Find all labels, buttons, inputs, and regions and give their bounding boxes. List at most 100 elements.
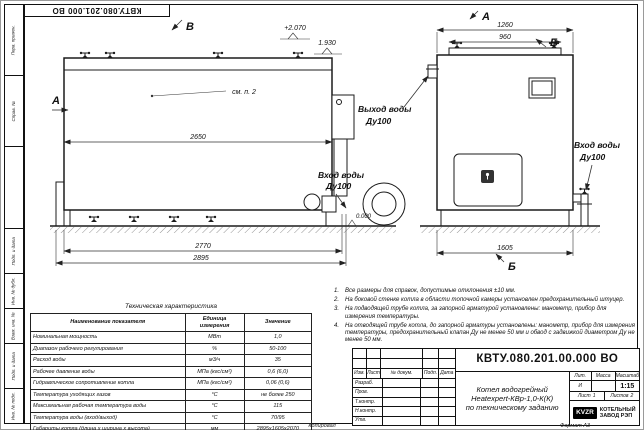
mass-header: Масса (592, 372, 616, 380)
view-arrow (171, 19, 183, 31)
keyhole-icon (485, 172, 490, 177)
elevation-mid-label: 1.930 (318, 40, 336, 47)
spec-name: Номинальная мощность (30, 331, 186, 344)
cell (367, 349, 381, 358)
spec-value: 115 (243, 400, 313, 413)
roof-valve-icon (212, 51, 224, 59)
boiler-front-view (420, 41, 600, 233)
spec-value: не более 250 (243, 388, 313, 401)
water-inlet-label: Вход воды (574, 140, 621, 150)
cell (353, 349, 367, 358)
sheet-row: Лист 1 Листов 2 (569, 392, 639, 401)
margin-label: Инв. № подл. (10, 392, 16, 420)
document-number: КВТУ.080.201.00.000 ВО (455, 349, 639, 372)
cell (439, 407, 455, 415)
lit-header: Лит. (570, 372, 592, 380)
cell (423, 349, 439, 358)
margin-label: Справ. № (10, 100, 16, 122)
col-data: Дата (440, 370, 454, 376)
note-number: 1. (334, 288, 340, 294)
section-marker-a: А (51, 95, 60, 107)
spec-value: 1,0 (243, 331, 313, 344)
cell (421, 397, 439, 407)
view-marker-a: А (481, 11, 490, 23)
spec-unit: % (184, 342, 245, 355)
col-list: Лист (367, 369, 381, 378)
cell (421, 388, 439, 397)
water-outlet-dn: Ду100 (365, 116, 392, 126)
spec-name: Гидравлическое сопротивление котла (30, 377, 186, 390)
sign-row: Пров. (353, 388, 455, 398)
dim-1605: 1605 (497, 245, 513, 252)
water-inlet-label: Вход воды (318, 170, 365, 180)
dim-2650: 2650 (189, 134, 206, 141)
margin-cell (5, 147, 23, 229)
cell (383, 416, 421, 426)
inlet-pipe (580, 193, 589, 227)
lit-value: И (570, 381, 592, 391)
scale-value: 1:15 (620, 382, 635, 390)
outlet-pipe (427, 64, 438, 79)
spec-name: Габариты котла (длина х ширина х высота) (30, 423, 186, 430)
table-row: Габариты котла (длина х ширина х высота)… (30, 423, 313, 430)
spec-name: Температура воды (вход/выход) (30, 411, 186, 424)
kopiroval-label: Копировал (308, 423, 336, 429)
note-number: 3. (334, 306, 340, 313)
side-ladder (55, 181, 65, 227)
spec-unit: °С (184, 400, 245, 413)
spec-col-unit: Единица измерения (184, 313, 245, 332)
zero-elevation-label: 0.000 (356, 214, 372, 220)
margin-label: Перв. примен. (10, 25, 16, 55)
margin-label: Подп. и дата (10, 236, 16, 266)
note-text: Все размеры для справок, допустимые откл… (345, 288, 516, 294)
inlet-leader (585, 164, 593, 191)
note-item: 3.На подводящей трубе котла, за запорной… (334, 306, 636, 320)
view-marker-b: В (186, 21, 194, 33)
control-panel (528, 77, 556, 99)
outlet-leader (403, 75, 429, 108)
spec-col-name: Наименование показателя (30, 313, 186, 332)
water-outlet-label: Выход воды (358, 104, 412, 114)
note-text: На отводящей трубе котла, до запорной ар… (345, 322, 635, 344)
ground-hatch (50, 227, 396, 233)
section-marker-b-top: Б (550, 37, 558, 49)
roof-valve-icon (79, 51, 91, 59)
sign-label: Разраб. (353, 379, 383, 388)
sign-label: Т.контр. (353, 397, 383, 407)
rotated-doc-number: КВТУ.080.201.000 ВО (24, 4, 170, 17)
sheet-cell: Лист 1 (570, 392, 605, 400)
spec-value: 0,6 (6,0) (243, 365, 313, 378)
roof-valve-icon (451, 41, 463, 49)
spec-table-title: Техническая характеристика (124, 303, 218, 310)
flue-outlet (331, 94, 355, 140)
scale-header: Масштаб (615, 372, 639, 379)
roof-valve-icon (104, 51, 116, 59)
leader-dot (150, 94, 154, 98)
boiler-side-view (50, 51, 406, 233)
margin-cell: Взам. инв. № (5, 309, 23, 344)
zero-elevation-flag (347, 219, 357, 227)
table-row: Диапазон рабочего регулирования%50-100 (30, 342, 313, 355)
drain-valve-icon (205, 215, 217, 223)
spec-unit: МПа (кгс/см²) (184, 377, 245, 390)
meta-value-row: И 1:15 (569, 381, 639, 392)
title-block-main: КВТУ.080.201.00.000 ВО Котел водогрейный… (455, 349, 639, 425)
sign-label: Утв. (353, 416, 383, 426)
cell (439, 398, 455, 406)
company-cell: KVZR КОТЕЛЬНЫЙ ЗАВОД РЭП (570, 401, 639, 425)
sign-label: Н.контр. (353, 407, 383, 416)
section-marker-b-bottom: Б (508, 261, 516, 273)
control-panel-inner (531, 80, 553, 96)
dim-2895: 2895 (192, 255, 209, 262)
cell (381, 359, 423, 368)
drain-valve-icon (128, 215, 140, 223)
note-text: На боковой стенке котла в области топочн… (345, 297, 625, 304)
cell (421, 416, 439, 426)
burner-fan (303, 193, 321, 211)
